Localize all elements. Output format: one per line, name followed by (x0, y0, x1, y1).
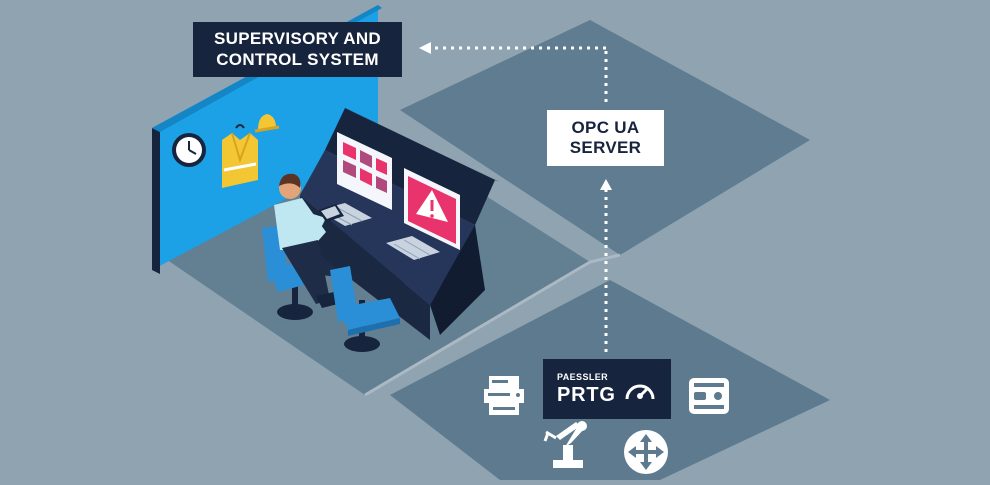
floor-seam-2 (589, 253, 621, 264)
prtg-name-text: PRTG (557, 384, 616, 406)
robot-arm-icon (543, 421, 587, 468)
scada-label-line-1: SUPERVISORY AND (214, 29, 381, 49)
arrow-up-icon (600, 179, 612, 190)
front-chair (330, 266, 400, 352)
hard-hat-icon (254, 114, 280, 133)
scada-label-line-2: CONTROL SYSTEM (216, 49, 379, 69)
connector-opc-to-scada (419, 42, 608, 102)
printer-icon (484, 376, 524, 415)
keypad-right (386, 236, 440, 260)
connector-prtg-to-opc (600, 179, 612, 352)
operator-figure (262, 173, 344, 320)
safety-vest-icon (222, 124, 258, 188)
wall-edge (152, 128, 160, 274)
prtg-logo-box: PAESSLER PRTG (543, 359, 671, 419)
prtg-gauge-icon (625, 384, 655, 400)
opc-label-line-2: SERVER (569, 138, 642, 157)
arrow-left-icon (419, 42, 431, 54)
prtg-brand-text: PAESSLER (557, 372, 609, 382)
warning-icon (416, 190, 448, 222)
opc-label-line-1: OPC UA (571, 117, 640, 137)
floor-seam (364, 260, 591, 397)
opc-ua-server-label: OPC UA SERVER (547, 110, 664, 166)
supervisory-control-system-label: SUPERVISORY AND CONTROL SYSTEM (193, 22, 402, 77)
control-console (290, 108, 500, 340)
wall-clock-icon (172, 133, 206, 167)
dashboard-tiles (343, 142, 387, 193)
network-device-icon (689, 378, 729, 414)
router-icon (624, 430, 668, 474)
